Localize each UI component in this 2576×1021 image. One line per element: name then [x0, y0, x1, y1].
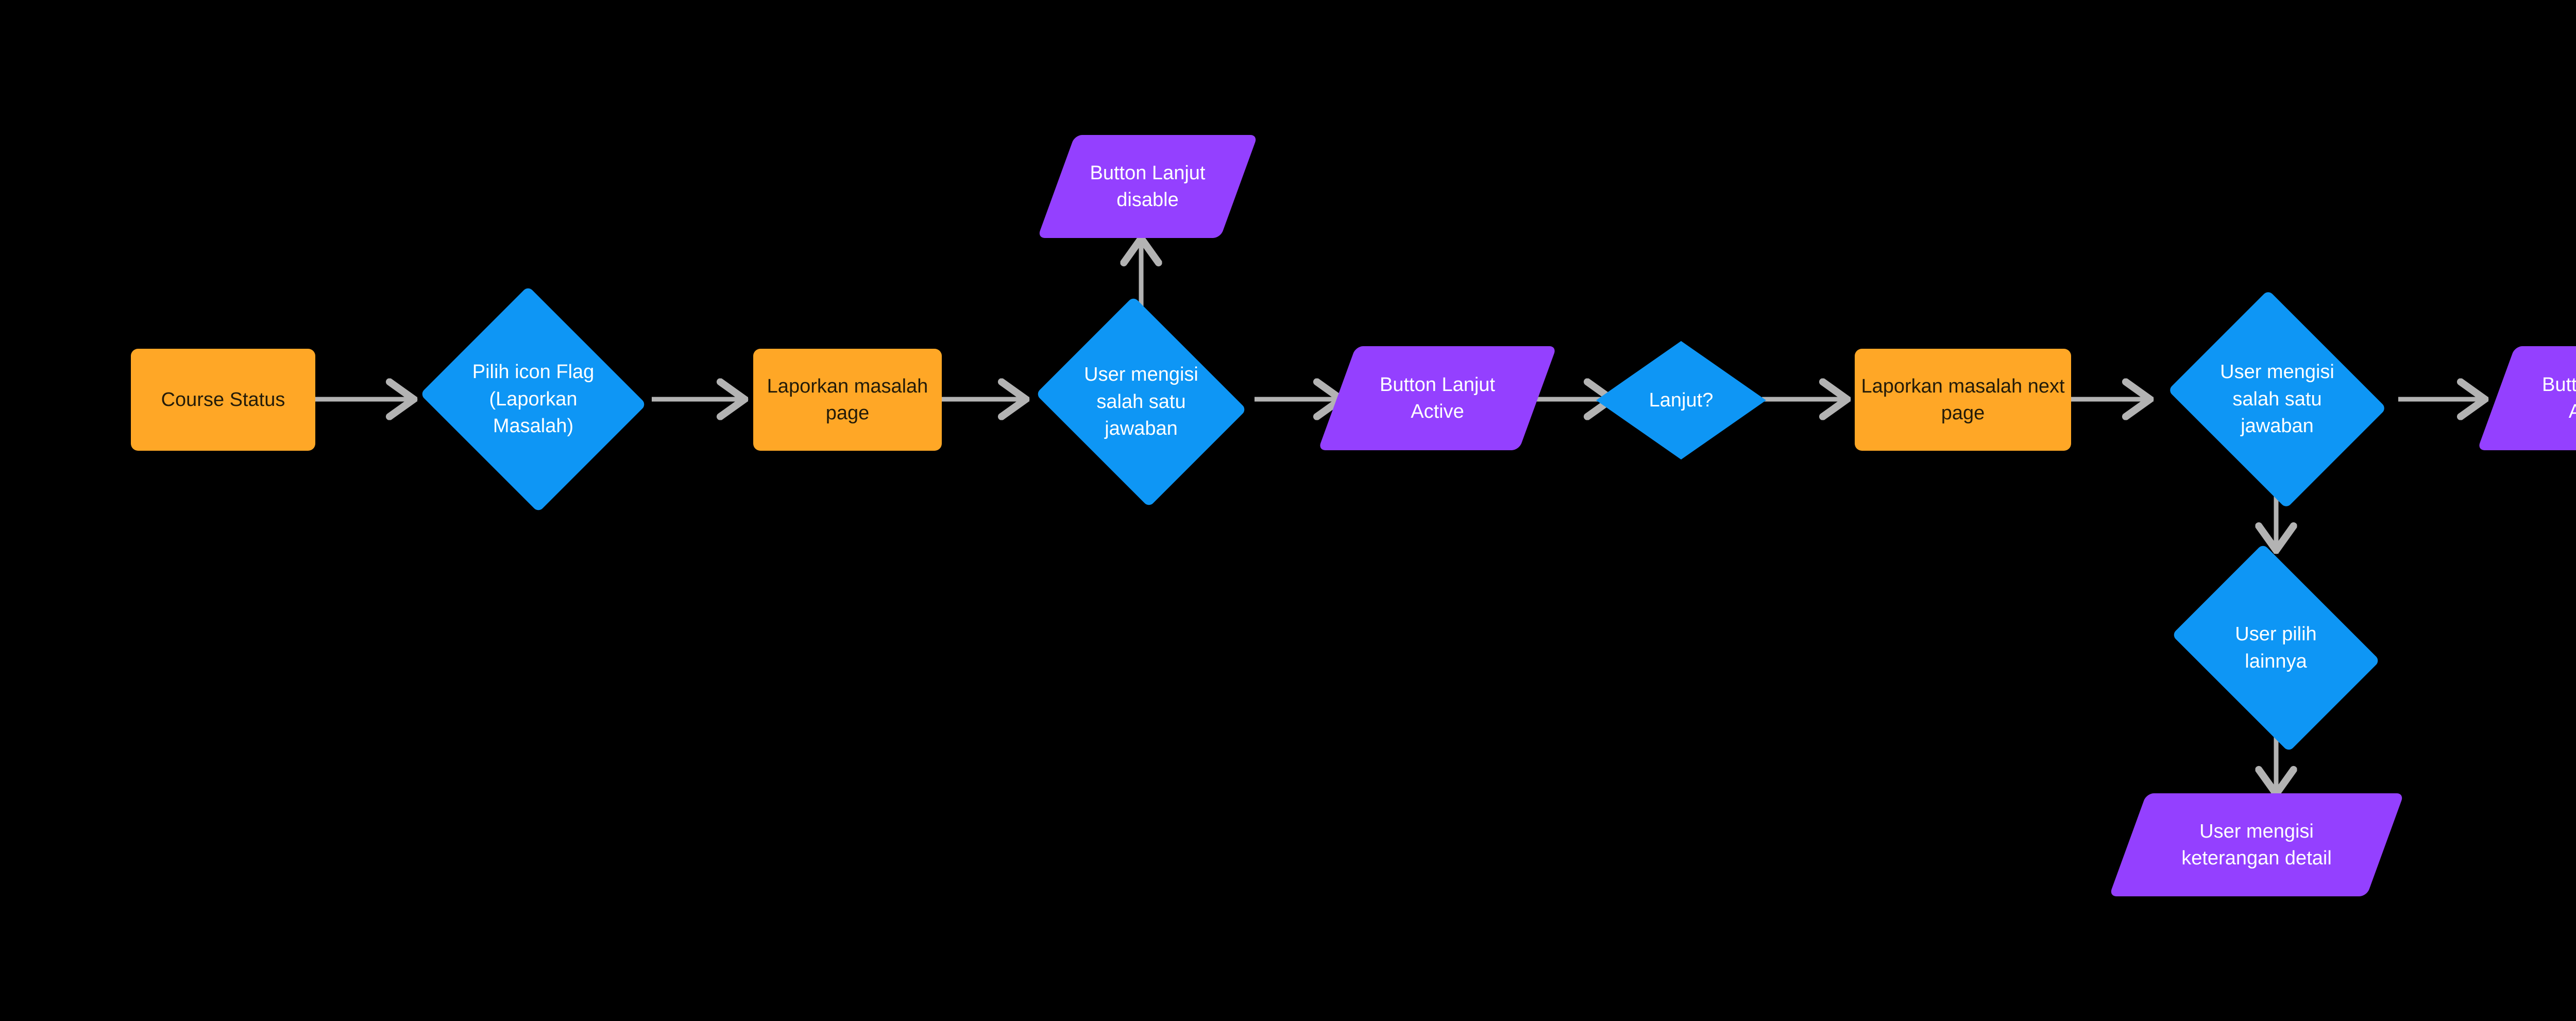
node-user-mengisi-jawaban-2[interactable]: User mengisi salah satu jawaban — [2159, 299, 2396, 500]
node-label: Button Lanjut disable — [1090, 162, 1206, 211]
node-laporkan-masalah-page[interactable]: Laporkan masalah page — [753, 349, 942, 451]
node-button-lanjut-disable[interactable]: Button Lanjut disable — [1056, 135, 1239, 238]
node-laporkan-masalah-next-page[interactable]: Laporkan masalah next page — [1855, 349, 2071, 451]
node-user-mengisi-jawaban-1[interactable]: User mengisi salah satu jawaban — [1028, 304, 1255, 500]
node-label: Course Status — [161, 388, 285, 411]
node-course-status[interactable]: Course Status — [131, 349, 315, 451]
node-label: Laporkan masalah page — [767, 375, 928, 424]
node-label: User mengisi salah satu jawaban — [2220, 361, 2334, 437]
node-button-kirim-active[interactable]: Button Kirim Active — [2496, 346, 2576, 450]
node-pilih-icon-flag[interactable]: Pilih icon Flag (Laporkan Masalah) — [415, 291, 652, 507]
node-label: Pilih icon Flag (Laporkan Masalah) — [472, 361, 595, 437]
node-label: User mengisi salah satu jawaban — [1084, 364, 1198, 440]
node-label: User pilih lainnya — [2235, 623, 2317, 672]
node-label: Lanjut? — [1649, 389, 1714, 411]
node-label: User mengisi keterangan detail — [2181, 820, 2332, 869]
node-user-mengisi-keterangan-detail[interactable]: User mengisi keterangan detail — [2128, 793, 2385, 896]
node-user-pilih-lainnya[interactable]: User pilih lainnya — [2159, 556, 2393, 739]
node-button-lanjut-active[interactable]: Button Lanjut Active — [1337, 346, 1538, 450]
node-lanjut[interactable]: Lanjut? — [1596, 341, 1766, 460]
node-label: Button Kirim Active — [2542, 373, 2576, 422]
node-label: Laporkan masalah next page — [1861, 375, 2065, 424]
node-label: Button Lanjut Active — [1380, 373, 1495, 422]
